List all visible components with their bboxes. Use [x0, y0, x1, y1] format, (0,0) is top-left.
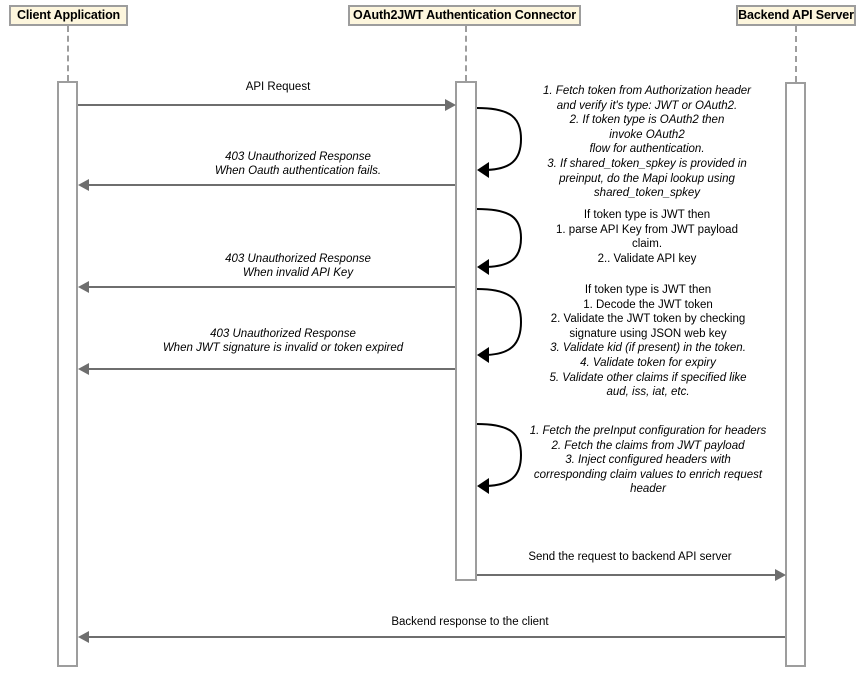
note-line: 2.. Validate API key — [597, 252, 697, 265]
note-line: signature using JSON web key — [569, 327, 727, 340]
message-arrowhead-403-jwt-invalid — [78, 363, 89, 375]
note-line: 3. Inject configured headers with — [565, 454, 731, 467]
participant-label: OAuth2JWT Authentication Connector — [353, 8, 576, 23]
note-line: If token type is JWT then — [584, 284, 712, 296]
message-label-send-request-backend: Send the request to backend API server — [528, 551, 732, 563]
note-line: 5. Validate other claims if specified li… — [549, 371, 747, 384]
message-label-403-invalid-api-key: 403 Unauthorized Response When invalid A… — [225, 253, 371, 279]
message-arrowhead-send-request-backend — [775, 569, 786, 581]
participant-oauth2jwt-authentication-connector[interactable]: OAuth2JWT Authentication Connector — [348, 5, 581, 26]
message-label-backend-response: Backend response to the client — [391, 616, 549, 628]
note-line: claim. — [631, 238, 663, 251]
self-call-loop-2 — [476, 208, 523, 275]
note-line: 2. Validate the JWT token by checking — [550, 313, 746, 326]
self-call-loop-4 — [476, 423, 523, 494]
note-line: 4. Validate token for expiry — [580, 356, 716, 369]
self-call-loop-3 — [476, 288, 523, 363]
note-line: preinput, do the Mapi lookup using — [559, 172, 735, 185]
participant-label: Backend API Server — [738, 8, 854, 23]
note-line: If token type is JWT then — [583, 209, 711, 221]
self-call-note-1: 1. Fetch token from Authorization header… — [508, 84, 786, 201]
message-label-403-jwt-invalid: 403 Unauthorized Response When JWT signa… — [162, 328, 404, 354]
message-arrowhead-api-request — [445, 99, 456, 111]
lifeline-backend — [795, 26, 797, 82]
message-label-403-oauth-failure: 403 Unauthorized Response When Oauth aut… — [214, 151, 382, 177]
activation-bar-connector — [455, 81, 477, 581]
note-line: 3. Validate kid (if present) in the toke… — [550, 342, 746, 355]
note-line: 1. Decode the JWT token — [583, 298, 713, 311]
note-line: 3. If shared_token_spkey is provided in — [547, 157, 747, 170]
message-label-api-request: API Request — [245, 81, 311, 93]
message-line-api-request — [78, 104, 445, 106]
note-line: 1. Fetch the preInput configuration for … — [529, 425, 767, 437]
self-call-note-3: If token type is JWT then 1. Decode the … — [505, 283, 791, 400]
message-arrowhead-403-oauth-failure — [78, 179, 89, 191]
note-line: invoke OAuth2 — [609, 128, 685, 141]
self-call-note-2: If token type is JWT then 1. parse API K… — [513, 208, 781, 266]
activation-bar-backend — [785, 82, 806, 667]
note-line: 2. Fetch the claims from JWT payload — [551, 439, 745, 452]
lifeline-client — [67, 26, 69, 81]
participant-client-application[interactable]: Client Application — [9, 5, 128, 26]
message-line-backend-response — [88, 636, 785, 638]
message-line-403-invalid-api-key — [88, 286, 455, 288]
message-line-403-jwt-invalid — [88, 368, 455, 370]
self-call-note-4: 1. Fetch the preInput configuration for … — [505, 424, 791, 497]
participant-label: Client Application — [16, 8, 121, 23]
participant-backend-api-server[interactable]: Backend API Server — [736, 5, 856, 26]
lifeline-connector — [465, 26, 467, 81]
note-line: 1. parse API Key from JWT payload — [556, 223, 738, 236]
note-line: shared_token_spkey — [593, 187, 701, 200]
activation-bar-client — [57, 81, 78, 667]
note-line: 1. Fetch token from Authorization header — [543, 85, 751, 97]
note-line: aud, iss, iat, etc. — [606, 386, 690, 399]
note-line: 2. If token type is OAuth2 then — [569, 114, 725, 127]
note-line: corresponding claim values to enrich req… — [533, 468, 763, 481]
message-arrowhead-403-invalid-api-key — [78, 281, 89, 293]
self-call-loop-1 — [476, 107, 523, 178]
message-arrowhead-backend-response — [78, 631, 89, 643]
message-line-403-oauth-failure — [88, 184, 455, 186]
note-line: flow for authentication. — [589, 143, 705, 156]
note-line: header — [630, 483, 666, 496]
message-line-send-request-backend — [477, 574, 776, 576]
note-line: and verify it's type: JWT or OAuth2. — [556, 99, 738, 112]
